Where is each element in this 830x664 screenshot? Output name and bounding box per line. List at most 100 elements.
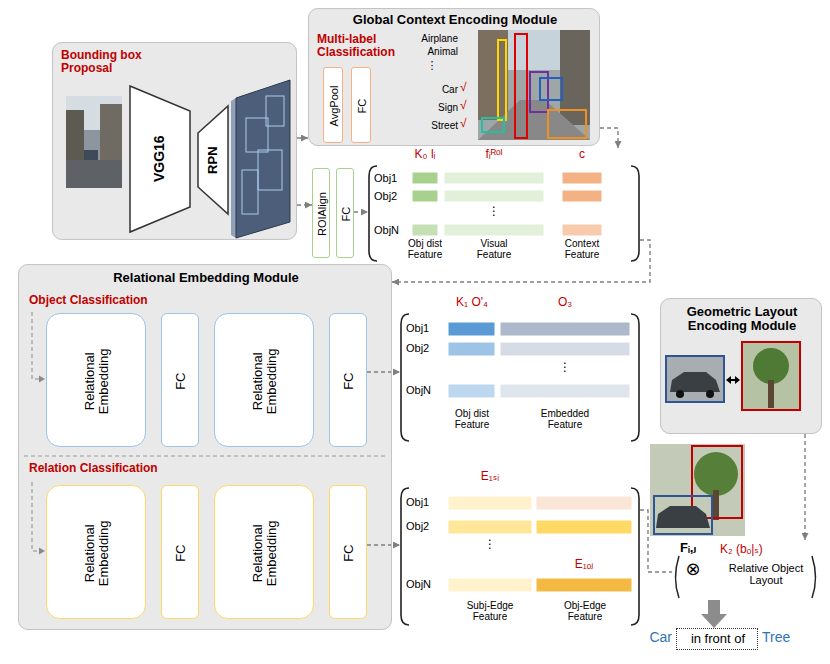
node-text: E₁ₒⱼ	[554, 558, 614, 571]
node-text: Obj2	[374, 190, 410, 202]
pooling-box: AvgPool	[323, 67, 343, 143]
class-name: Street	[406, 120, 458, 131]
node-text: c	[562, 148, 602, 161]
node-text: ObjN	[406, 384, 444, 396]
node-text: ⊗	[681, 560, 705, 580]
node-text: Relative Object Layout	[720, 562, 812, 586]
embedding-block: Relational Embedding	[46, 313, 146, 447]
dashed-connector	[640, 510, 672, 572]
node-text: FC	[340, 194, 352, 234]
node-text: Bounding box Proposal	[61, 49, 147, 75]
module-panel: Relational Embedding ModuleObject Classi…	[18, 264, 392, 630]
node-text: Relation Classification	[29, 462, 229, 475]
street-photo-boxes	[478, 30, 590, 140]
class-name: Sign	[406, 102, 458, 113]
node-text: ⋮	[535, 361, 595, 374]
node-text: VGG16	[152, 119, 167, 199]
feature-matrix: E₁ₛᵢObj1Obj2⋮E₁ₒⱼObjNSubj-Edge FeatureOb…	[400, 470, 640, 626]
node-text: Global Context Encoding Module	[309, 13, 601, 27]
feature-map	[231, 80, 290, 238]
check-mark: √	[460, 117, 474, 130]
separator	[24, 456, 386, 457]
node-text: ⋮	[464, 205, 524, 218]
node-text: FC	[174, 538, 188, 568]
dashed-connector	[297, 204, 312, 205]
node-text: Obj2	[406, 342, 444, 354]
dashed-connector	[367, 371, 400, 372]
layout-bracket: Fᵢ,ⱼ ⊗ K₂ (bₒ|ₛ) Relative Object Layout	[672, 540, 818, 600]
node-text: Relational Embedding Module	[19, 271, 393, 285]
node-text: Relational Embedding	[83, 326, 112, 436]
node-text: Visual Feature	[464, 238, 524, 260]
overlap-photo	[650, 444, 745, 536]
node-text: ObjN	[374, 224, 410, 236]
node-text: Obj1	[406, 496, 444, 508]
class-name: Animal	[406, 46, 458, 57]
node-text: ⋮	[460, 538, 520, 551]
class-name: Car	[406, 84, 458, 95]
feature-matrix: K₀ lᵢ fᵢᴿᵒᴵ cObj1Obj2 ⋮ ObjN Obj dist Feature…	[368, 148, 640, 262]
fc-layer: FC	[351, 67, 371, 143]
panel-grounds	[18, 8, 822, 630]
node-text: Object Classification	[29, 294, 229, 307]
node-text: Obj1	[374, 172, 410, 184]
node-text: Relational Embedding	[251, 498, 280, 608]
node-text: Obj dist Feature	[395, 238, 455, 260]
node-text: Multi-label Classification	[317, 33, 409, 59]
street-photo	[66, 96, 122, 188]
node-text: RPN	[206, 130, 220, 190]
node-text: K₁ O'₄	[442, 296, 502, 309]
node-text: fᵢᴿᵒᴵ	[464, 148, 524, 161]
fc-layer: FC	[336, 168, 354, 258]
roialign-box: ROIAlign	[312, 168, 330, 258]
dashed-connector	[354, 211, 368, 212]
feature-matrix-outline	[400, 296, 640, 442]
check-mark: √	[460, 81, 474, 94]
check-mark: √	[460, 99, 474, 112]
fc-layer: FC	[329, 485, 367, 619]
node-text: ROIAlign	[316, 174, 328, 254]
object-name: Car	[636, 630, 672, 645]
node-text: ObjN	[406, 578, 444, 590]
feature-matrix: K₁ O'₄O₃Obj1Obj2⋮ObjNObj dist FeatureEmb…	[400, 296, 640, 442]
node-text: FC	[342, 366, 356, 396]
node-text: Geometric Layout Encoding Module	[665, 305, 819, 334]
rpn-block: RPN	[197, 105, 229, 215]
node-text: FC	[356, 86, 368, 126]
node-text: Obj-Edge Feature	[550, 600, 620, 622]
node-text: Relational Embedding	[251, 326, 280, 436]
node-text: Fᵢ,ⱼ	[680, 541, 720, 555]
node-text: FC	[342, 538, 356, 568]
fc-layer: FC	[329, 313, 367, 447]
embedding-block: Relational Embedding	[214, 313, 314, 447]
node-text: O₃	[535, 296, 595, 309]
module-panel: Geometric Layout Encoding Module	[660, 298, 822, 434]
node-text: Obj2	[406, 520, 444, 532]
node-text: K₀ lᵢ	[395, 148, 455, 161]
car-tree-photos	[666, 342, 800, 410]
node-text: Context Feature	[552, 238, 612, 260]
dashed-connector	[367, 544, 400, 545]
input-arrows	[32, 312, 40, 551]
dashed-connector	[804, 434, 805, 540]
embedding-block: Relational Embedding	[46, 485, 146, 619]
node-text: Obj1	[406, 322, 444, 334]
embedding-block: Relational Embedding	[214, 485, 314, 619]
object-name: Tree	[762, 630, 802, 645]
fc-layer: FC	[161, 485, 199, 619]
fc-layer: FC	[161, 313, 199, 447]
dashed-connector	[600, 128, 618, 148]
ellipsis: ⋮	[406, 59, 458, 71]
predicate-box: in front of	[676, 628, 758, 650]
module-panel: Bounding box ProposalVGG16 RPN	[52, 42, 297, 240]
arrow-head	[701, 614, 727, 628]
node-text: K₂ (bₒ|ₛ)	[720, 543, 798, 556]
node-text: Relational Embedding	[83, 498, 112, 608]
node-text: AvgPool	[328, 71, 340, 141]
node-text: Subj-Edge Feature	[455, 600, 525, 622]
class-name: Airplane	[406, 33, 458, 44]
node-text: Obj dist Feature	[437, 408, 507, 430]
output-arrow	[708, 600, 720, 614]
node-text: in front of	[677, 632, 759, 646]
node-text: FC	[174, 366, 188, 396]
